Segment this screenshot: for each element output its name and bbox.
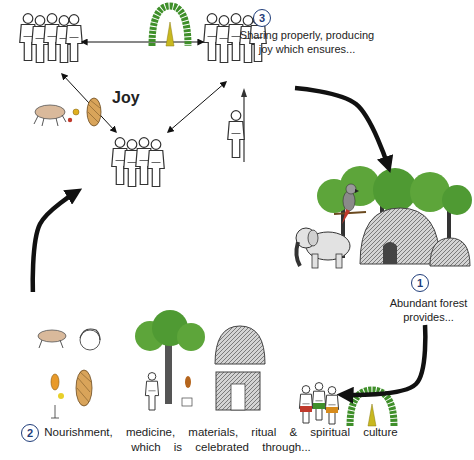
- tree-canopy: [442, 185, 472, 215]
- forest-stage: 1Abundant forest provides...: [300, 165, 472, 325]
- hut-door: [383, 242, 397, 264]
- fruit: [68, 118, 72, 122]
- arch-leaves: [152, 6, 188, 46]
- pineapple: [76, 370, 92, 406]
- hair: [80, 329, 100, 340]
- leaf-hut: [360, 208, 440, 264]
- pineapple-texture: [77, 372, 91, 402]
- medicine-tree: [135, 310, 205, 410]
- leaf-hut: [430, 238, 470, 266]
- hunter: [228, 88, 247, 162]
- parrot-head: [346, 184, 356, 194]
- fruit: [73, 109, 79, 115]
- parrot-body: [343, 191, 355, 211]
- arch-center: [166, 22, 174, 46]
- ritual-dancers: [299, 383, 338, 424]
- stage-caption: Nourishment, medicine, materials, ritual…: [40, 425, 402, 455]
- sharing-arrow: [168, 82, 226, 132]
- tree-canopy: [177, 323, 205, 351]
- leaf-arch: [152, 6, 188, 46]
- person: [148, 140, 165, 187]
- callout-number: 2: [21, 424, 39, 442]
- elephant-leg: [336, 254, 342, 268]
- person: [66, 15, 83, 62]
- pineapple-texture: [88, 100, 100, 122]
- fruit-stand: [51, 405, 59, 418]
- face: [80, 330, 100, 350]
- people-group: [20, 14, 83, 63]
- cycle-arrow: [345, 325, 425, 395]
- person: [325, 387, 338, 424]
- parrot-beak: [355, 189, 359, 193]
- house-door: [231, 384, 245, 410]
- fruit: [51, 374, 59, 390]
- spear-tip: [241, 88, 247, 97]
- parrot: [334, 184, 366, 224]
- arch-center: [368, 404, 376, 426]
- animal-body: [35, 105, 65, 119]
- elephant-trunk: [296, 242, 300, 266]
- stage-caption: Abundant forest provides...: [385, 296, 472, 324]
- people-group: [112, 138, 165, 187]
- leaf-hut: [215, 326, 265, 364]
- gifts-stage: 2Nourishment, medicine, materials, ritua…: [5, 292, 345, 458]
- bark-piece: [185, 376, 191, 388]
- pineapple: [87, 98, 101, 126]
- skirt: [300, 406, 312, 412]
- cycle-arrow: [295, 88, 388, 165]
- callout-number: 1: [411, 274, 429, 292]
- game-animal: [34, 105, 66, 126]
- callout-number: 3: [253, 9, 271, 27]
- cycle-arrow: [33, 193, 75, 292]
- perch: [334, 212, 366, 214]
- stage-caption: Sharing properly, producing joy which en…: [232, 28, 382, 56]
- bowl: [182, 398, 192, 406]
- parrot-tail: [342, 209, 350, 224]
- sharing-stage: Joy3Sharing properly, producing joy whic…: [5, 3, 295, 193]
- animal-legs: [39, 340, 63, 348]
- person: [299, 386, 312, 423]
- house-wall: [216, 372, 260, 410]
- skirt: [326, 407, 338, 413]
- person: [145, 373, 158, 410]
- fruit: [58, 393, 64, 399]
- person: [228, 111, 245, 158]
- skirt: [313, 403, 325, 409]
- person: [312, 383, 325, 420]
- sharing-arrow: [62, 74, 116, 132]
- center-word: Joy: [112, 89, 140, 107]
- elephant-leg: [312, 254, 318, 268]
- tree-trunk: [165, 338, 172, 404]
- animal-legs: [34, 115, 66, 126]
- elephant-ear: [308, 230, 318, 246]
- elephant: [296, 228, 350, 268]
